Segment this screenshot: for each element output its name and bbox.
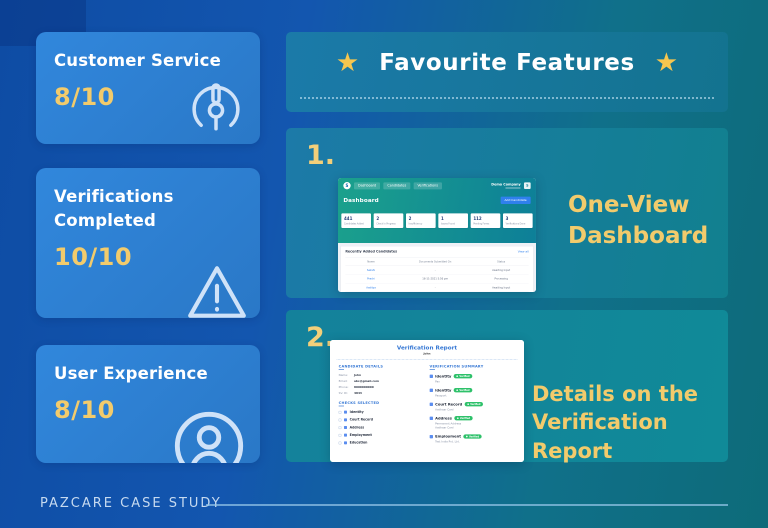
- summary-item: Court Record Verified Aadhaar Card: [429, 401, 515, 412]
- check-item: Address: [338, 425, 418, 429]
- stat-issues-found: 1 Issues Found: [438, 213, 468, 228]
- stats-row: 441 Candidates Added 2 Check In Progress…: [341, 213, 533, 228]
- detail-row: Phone: 8000000000: [338, 385, 374, 389]
- scorecard-score: 8/10: [54, 82, 115, 111]
- table-row: Sakshi - Awaiting Input: [345, 266, 529, 275]
- court-record-icon: [343, 418, 347, 422]
- summary-item: Identity Verified Pan: [429, 373, 515, 384]
- favourite-features-title: Favourite Features: [379, 50, 635, 76]
- feature-number: 1.: [306, 140, 336, 171]
- company-menu: Demo Company: [491, 182, 521, 189]
- footer-divider-line: [206, 504, 728, 506]
- candidate-details-heading: CANDIDATE DETAILS: [339, 364, 418, 369]
- star-icon-left: ★: [335, 48, 360, 78]
- checks-selected-heading: CHECKS SELECTED: [339, 401, 418, 406]
- stat-pending-forms: 112 Pending Forms: [470, 213, 501, 228]
- check-dot-icon: [456, 389, 459, 391]
- scorecard-title: Customer Service: [54, 51, 221, 70]
- company-name: Demo Company: [491, 182, 521, 187]
- footer-label: PAZCARE CASE STUDY: [40, 496, 222, 511]
- scorecard-verifications-completed: Verifications Completed 10/10: [36, 168, 260, 318]
- feature-section-report: 2. Verification Report John CANDIDATE DE…: [286, 310, 728, 463]
- verified-badge: Verified: [453, 373, 473, 379]
- identity-icon: [429, 388, 433, 392]
- company-subtitle-bar: [505, 187, 521, 189]
- headset-icon: [188, 78, 244, 138]
- verification-summary-heading: VERIFICATION SUMMARY: [429, 364, 515, 369]
- scorecard-score: 10/10: [54, 242, 133, 271]
- court-record-icon: [429, 402, 433, 406]
- summary-item: Identity Verified Passport: [429, 387, 515, 398]
- verified-badge: Verified: [453, 387, 473, 393]
- identity-icon: [429, 374, 433, 378]
- nav-item-verifications: Verifications: [413, 182, 442, 190]
- table-header-row: Name Documents Submitted On Status: [345, 257, 529, 266]
- scorecard-score: 8/10: [54, 395, 115, 424]
- recent-candidates-table: Recently Added Candidates View all Name …: [340, 246, 534, 292]
- check-dot-icon: [467, 403, 469, 405]
- feature-section-dashboard: 1. S Dashboard Candidates Verifications …: [286, 128, 728, 298]
- scorecard-user-experience: User Experience 8/10: [36, 345, 260, 463]
- dashboard-page-title: Dashboard: [343, 196, 379, 204]
- scorecard-title: User Experience: [54, 364, 208, 383]
- checkbox-icon: [338, 433, 342, 437]
- nav-item-candidates: Candidates: [383, 182, 411, 190]
- checkbox-icon: [338, 410, 342, 414]
- verified-badge: Verified: [464, 401, 484, 407]
- stat-verifications-done: 3 Verifications Done: [502, 213, 533, 228]
- check-item: Employment: [338, 433, 418, 437]
- check-item: Court Record: [338, 418, 418, 422]
- table-title: Recently Added Candidates: [345, 249, 398, 254]
- detail-row: Name: John: [338, 373, 362, 377]
- verified-badge: Verified: [454, 415, 473, 421]
- caption-one-view-dashboard: One-View Dashboard: [568, 192, 709, 250]
- report-subtitle: John: [423, 352, 431, 356]
- detail-row: SV. ID: 4843: [338, 391, 362, 395]
- favourite-features-panel: ★ Favourite Features ★: [286, 32, 728, 112]
- table-row: Aaditya - Awaiting Input: [345, 283, 529, 292]
- checkbox-icon: [338, 426, 342, 429]
- check-item: Identity: [338, 410, 418, 414]
- stat-candidates-added: 441 Candidates Added: [341, 213, 371, 228]
- table-row: Prachi 16-11-2021 5:56 pm Processing: [345, 275, 529, 284]
- dotted-divider: [300, 97, 714, 99]
- summary-item: Address Verified Permanent Address Aadha…: [429, 415, 515, 430]
- check-dot-icon: [465, 435, 468, 438]
- check-dot-icon: [456, 375, 459, 377]
- caption-verification-report: Details on the Verification Report: [532, 382, 699, 463]
- checkbox-icon: [338, 441, 342, 445]
- verification-report-screenshot: Verification Report John CANDIDATE DETAI…: [330, 340, 524, 462]
- view-all-link: View all: [517, 250, 529, 254]
- summary-item: Employment Verified Test India Pvt. Ltd.: [429, 434, 515, 444]
- address-icon: [429, 416, 433, 420]
- stat-check-in-progress: 2 Check In Progress: [373, 213, 404, 228]
- star-icon-right: ★: [654, 48, 679, 78]
- warning-triangle-icon: [184, 260, 250, 318]
- stat-insufficiency: 2 Insufficiency: [405, 213, 436, 228]
- detail-row: Email: abc@gmail.com: [338, 379, 379, 383]
- dotted-divider: [336, 358, 518, 360]
- address-icon: [343, 425, 347, 429]
- identity-icon: [343, 410, 347, 414]
- employment-icon: [343, 433, 347, 437]
- education-icon: [343, 441, 347, 445]
- app-logo: S: [343, 181, 351, 190]
- user-circle-icon: [170, 407, 248, 463]
- scorecard-title: Verifications Completed: [54, 187, 174, 230]
- verified-badge: Verified: [463, 434, 482, 439]
- nav-item-dashboard: Dashboard: [353, 182, 381, 190]
- dashboard-header: S Dashboard Candidates Verifications Dem…: [338, 178, 536, 243]
- add-candidate-button: Add Candidate: [500, 196, 531, 204]
- check-dot-icon: [456, 417, 459, 419]
- report-title: Verification Report: [396, 344, 458, 352]
- employment-icon: [429, 434, 433, 439]
- dashboard-screenshot: S Dashboard Candidates Verifications Dem…: [338, 178, 536, 292]
- check-item: Education: [338, 441, 418, 445]
- checkbox-icon: [338, 418, 342, 422]
- scorecard-customer-service: Customer Service 8/10: [36, 32, 260, 144]
- avatar: S: [523, 182, 531, 189]
